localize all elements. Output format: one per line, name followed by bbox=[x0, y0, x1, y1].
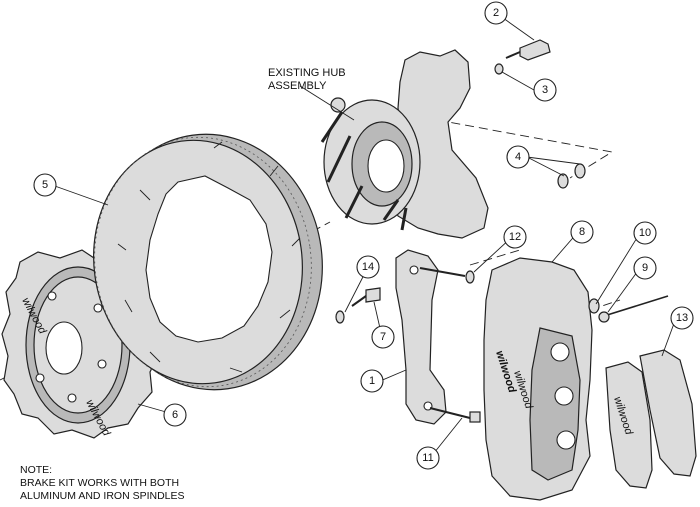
svg-text:10: 10 bbox=[639, 227, 651, 239]
svg-text:13: 13 bbox=[676, 312, 688, 324]
svg-text:6: 6 bbox=[172, 409, 178, 421]
callout-7: 7 bbox=[371, 325, 395, 349]
brake-caliper: wilwood wilwood bbox=[483, 257, 593, 501]
svg-text:9: 9 bbox=[642, 262, 648, 274]
callout-13: 13 bbox=[670, 306, 694, 330]
callout-3: 3 bbox=[533, 78, 557, 102]
callout-9: 9 bbox=[633, 256, 657, 280]
callout-2: 2 bbox=[484, 1, 508, 25]
callout-10: 10 bbox=[633, 221, 657, 245]
caliper-mounting-bracket bbox=[395, 249, 447, 425]
callout-4: 4 bbox=[506, 145, 530, 169]
callout-5: 5 bbox=[33, 173, 57, 197]
hat-center-bore bbox=[45, 321, 83, 375]
svg-text:11: 11 bbox=[422, 452, 433, 464]
callout-1: 1 bbox=[360, 369, 384, 393]
callout-12: 12 bbox=[503, 225, 527, 249]
callout-leaders bbox=[51, 12, 677, 459]
existing-hub-label-line2: ASSEMBLY bbox=[268, 80, 327, 92]
svg-text:1: 1 bbox=[369, 375, 375, 387]
callout-8: 8 bbox=[570, 220, 594, 244]
existing-hub-label-line1: EXISTING HUB bbox=[268, 67, 346, 79]
svg-text:3: 3 bbox=[542, 84, 548, 96]
existing-hub-assembly bbox=[320, 49, 489, 239]
bolt-and-washer-top bbox=[494, 39, 551, 75]
svg-text:7: 7 bbox=[380, 331, 386, 343]
bracket-stud-11 bbox=[429, 407, 481, 423]
bracket-bolt-and-washer bbox=[335, 287, 381, 324]
note-line-2: ALUMINUM AND IRON SPINDLES bbox=[20, 490, 185, 502]
rotor-center-opening bbox=[145, 175, 273, 343]
note-line-1: BRAKE KIT WORKS WITH BOTH bbox=[20, 477, 179, 489]
callout-14: 14 bbox=[356, 255, 380, 279]
note-title: NOTE: bbox=[20, 464, 52, 476]
svg-text:12: 12 bbox=[509, 231, 521, 243]
callout-11: 11 bbox=[416, 446, 440, 470]
pad-retainer-hardware bbox=[588, 295, 669, 323]
svg-text:4: 4 bbox=[515, 151, 521, 163]
svg-text:2: 2 bbox=[493, 7, 499, 19]
bracket-stud-12 bbox=[419, 267, 475, 284]
svg-text:5: 5 bbox=[42, 179, 48, 191]
callout-6: 6 bbox=[163, 403, 187, 427]
spacer-washers bbox=[557, 163, 586, 189]
brake-pads: wilwood bbox=[605, 349, 697, 489]
svg-text:14: 14 bbox=[362, 261, 374, 273]
svg-text:8: 8 bbox=[579, 226, 585, 238]
brake-rotor bbox=[93, 133, 323, 391]
